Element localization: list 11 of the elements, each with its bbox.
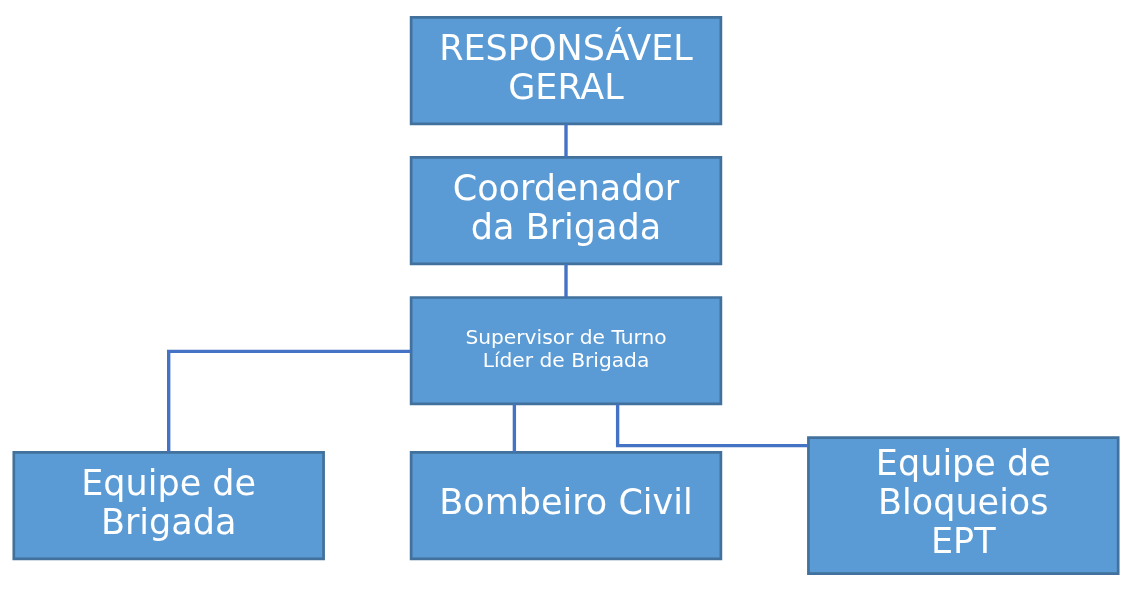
node-box: Equipe de Bloqueios EPT bbox=[807, 436, 1120, 575]
connector bbox=[167, 349, 411, 453]
node-box: Supervisor de Turno Líder de Brigada bbox=[409, 296, 723, 406]
connector bbox=[564, 123, 568, 158]
connector bbox=[564, 264, 568, 298]
node-box: Coordenador da Brigada bbox=[409, 156, 723, 266]
node-box: Bombeiro Civil bbox=[409, 451, 723, 561]
node-box: Equipe de Brigada bbox=[12, 451, 325, 561]
connector bbox=[512, 404, 517, 453]
connector bbox=[615, 404, 809, 448]
node-box: RESPONSÁVEL GERAL bbox=[409, 16, 723, 126]
